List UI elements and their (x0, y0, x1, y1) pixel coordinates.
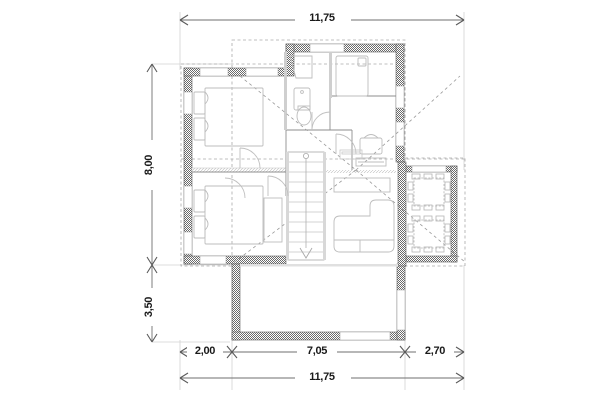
dim-left-lower-label: 3,50 (143, 297, 155, 317)
dim-bottom-middle-label: 7,05 (307, 345, 327, 357)
dim-bottom-right-label: 2,70 (425, 345, 445, 357)
roof-ridge-lines (231, 75, 466, 265)
dim-bottom-segments: 2,00 7,05 2,70 (179, 343, 465, 359)
terrace-dining-set-lower (407, 215, 451, 253)
closets (339, 149, 363, 160)
windows (183, 43, 447, 341)
living-room-furniture (333, 177, 395, 253)
thin-walls (240, 52, 398, 267)
dim-bottom-total-label: 11,75 (309, 371, 335, 383)
dim-bottom-total: 11,75 (179, 369, 465, 385)
dim-top-total-label: 11,75 (309, 12, 335, 24)
kitchen-fixtures (355, 134, 387, 167)
dim-top-total: 11,75 (179, 10, 465, 26)
bedroom-upper-left-furniture (193, 87, 264, 147)
doors (224, 111, 357, 199)
dim-left-upper: 8,00 (143, 63, 161, 266)
walls (183, 43, 458, 341)
staircase (286, 151, 326, 261)
bedroom-lower-left-furniture (193, 185, 283, 245)
dim-bottom-left-label: 2,00 (195, 345, 215, 357)
terrace-dining-set-upper (407, 173, 451, 211)
bathroom-fixtures (289, 55, 313, 126)
wc-room-fixtures (335, 55, 369, 97)
dim-left-upper-label: 8,00 (143, 155, 155, 175)
dim-left-lower: 3,50 (143, 264, 161, 343)
